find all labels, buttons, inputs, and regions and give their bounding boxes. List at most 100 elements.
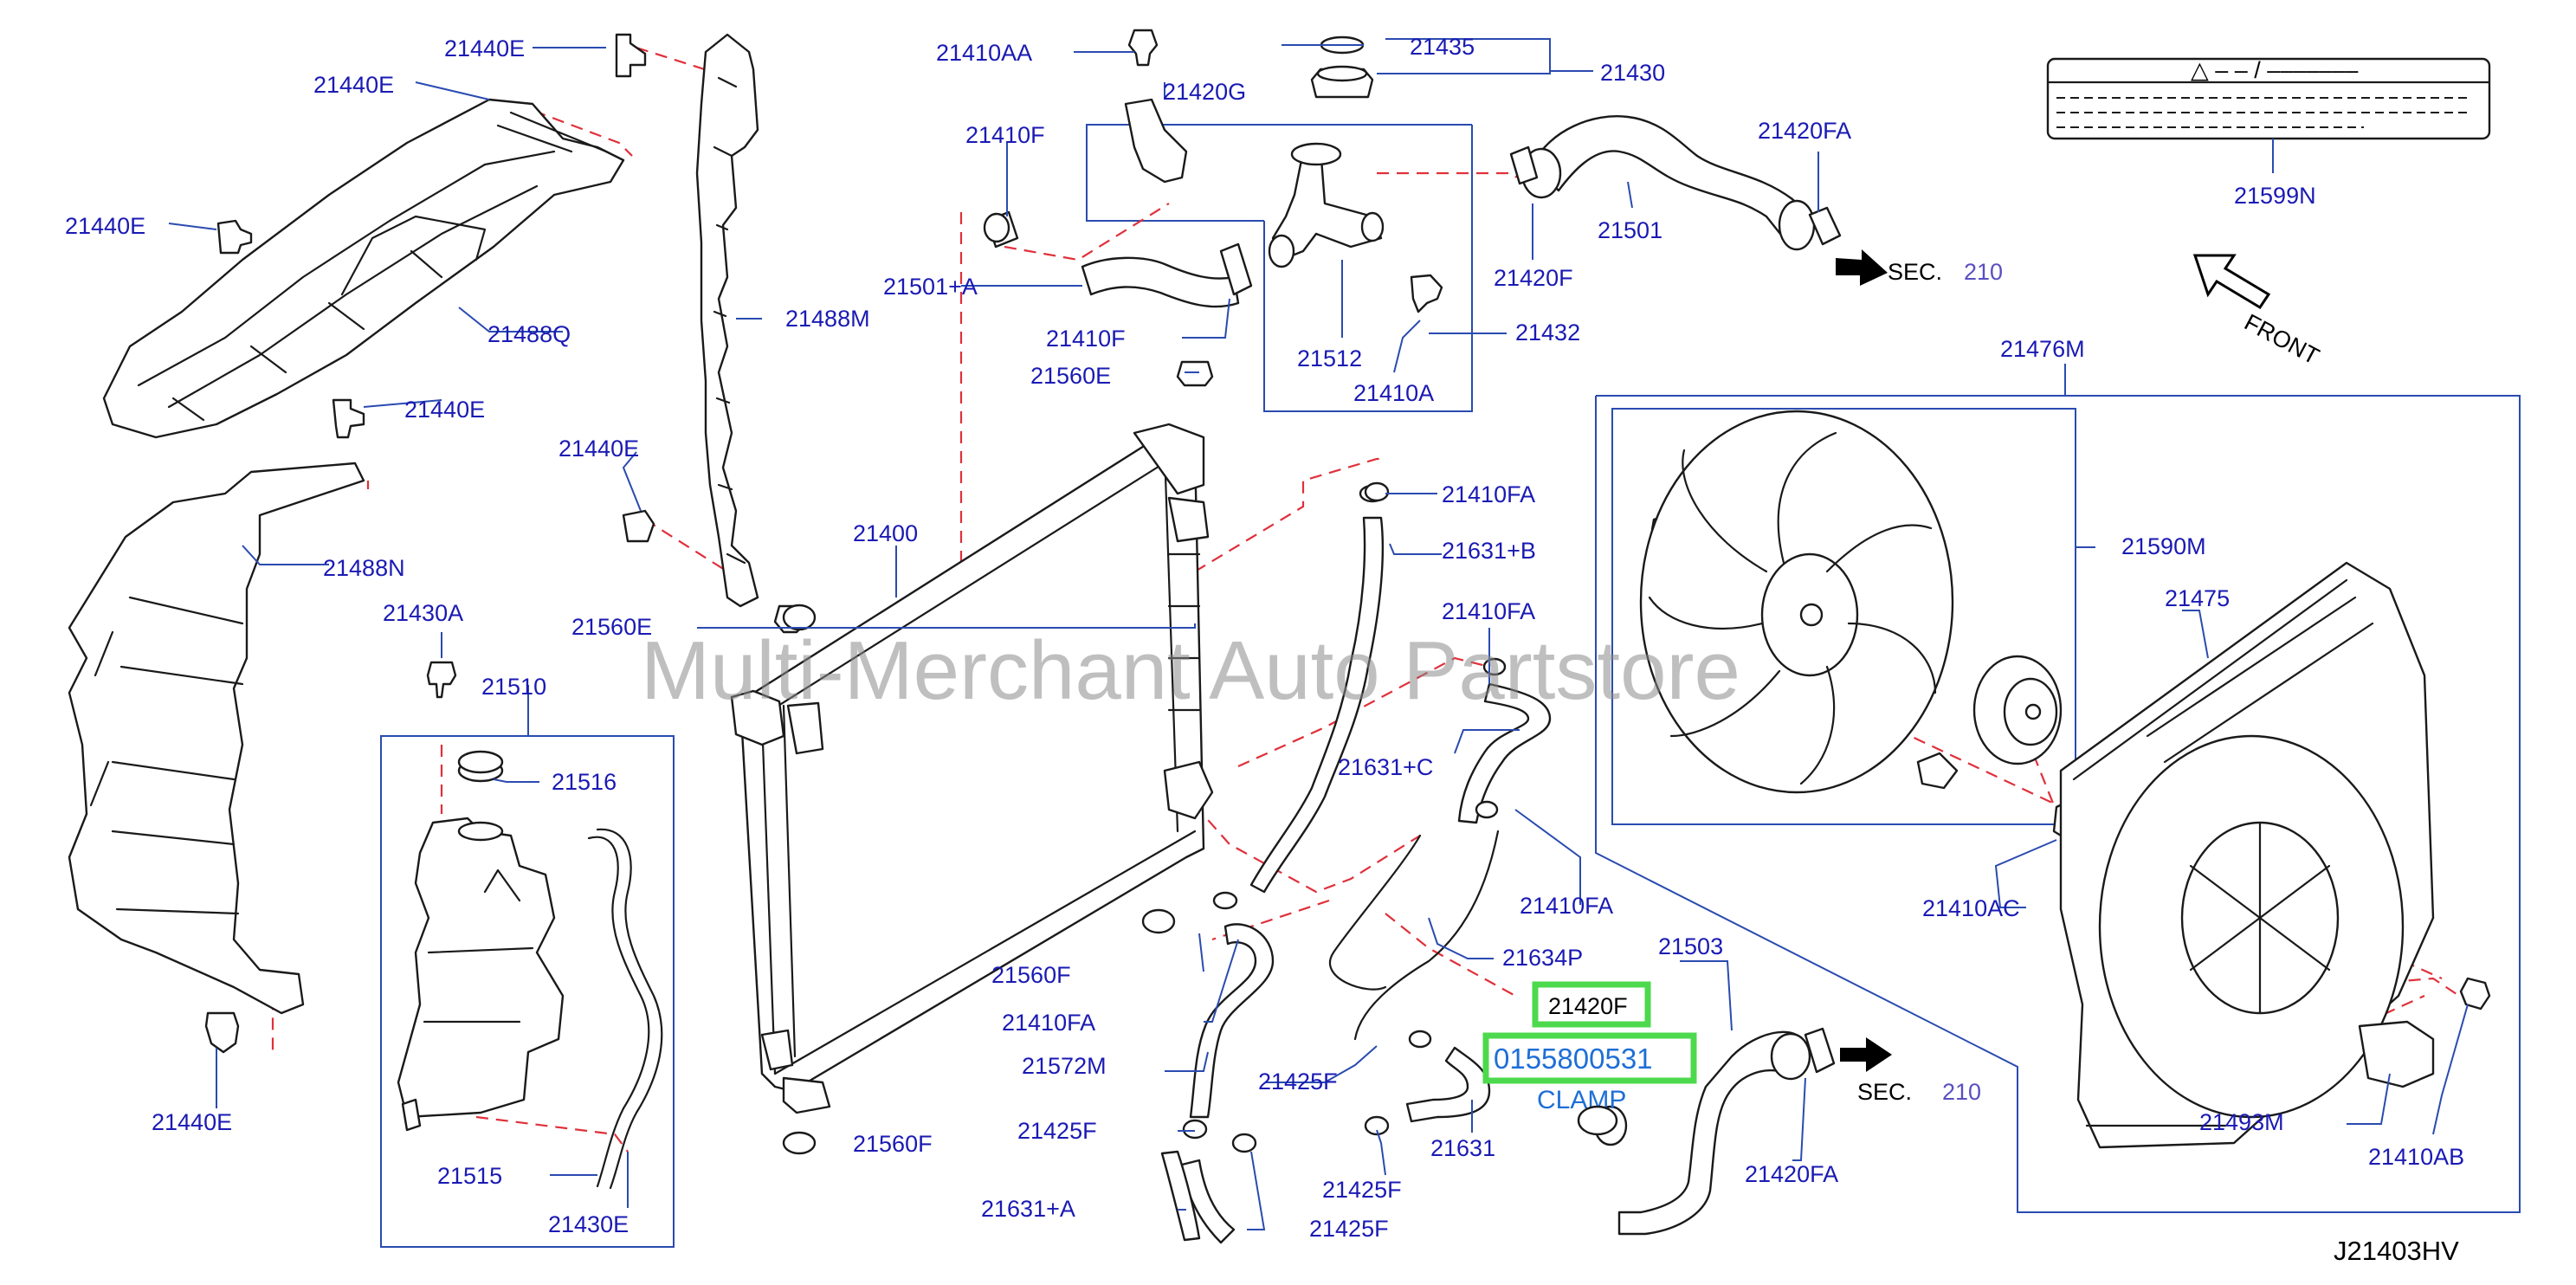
sec-number-upper: 210 — [1964, 259, 2003, 285]
small-clamps — [983, 212, 1507, 1153]
label-21425F-3: 21425F — [1322, 1177, 1402, 1203]
label-21440E-3: 21440E — [65, 213, 145, 239]
label-21432: 21432 — [1515, 320, 1580, 345]
cooling-fan — [1639, 410, 1954, 794]
hose-21501-a — [985, 210, 1253, 308]
front-arrow-icon — [2192, 254, 2271, 310]
radiator-cap — [1310, 36, 1374, 99]
label-21440E-6: 21440E — [152, 1109, 232, 1135]
label-21420FA-1: 21420FA — [1758, 118, 1851, 144]
label-21510: 21510 — [481, 674, 546, 700]
upper-hose — [1509, 115, 1842, 251]
label-21488M: 21488M — [785, 306, 870, 332]
reservoir-cap — [457, 750, 504, 783]
label-21425F-1: 21425F — [1258, 1069, 1338, 1095]
sec-label-upper: SEC. — [1888, 259, 1942, 285]
diagram-code: J21403HV — [2334, 1236, 2459, 1266]
label-21488Q: 21488Q — [487, 321, 571, 347]
box-21430-hose-group — [1086, 124, 1472, 222]
group-boxes — [380, 124, 2521, 1248]
water-outlet — [1268, 142, 1385, 268]
label-21560F-1: 21560F — [991, 962, 1071, 988]
front-label: FRONT — [2240, 309, 2323, 370]
label-21599N: 21599N — [2234, 183, 2316, 209]
label-21572M: 21572M — [1022, 1053, 1107, 1079]
highlight-box-part[interactable] — [1532, 981, 1651, 1028]
label-plate-text: △ – – / ––––––– — [2191, 57, 2358, 83]
label-21560E-1: 21560E — [1030, 363, 1111, 389]
label-21501-a: 21501+A — [883, 274, 978, 300]
label-21430A: 21430A — [383, 600, 463, 626]
label-21631: 21631 — [1430, 1135, 1495, 1161]
label-21440E-5: 21440E — [558, 436, 639, 462]
highlight-part-name: CLAMP — [1537, 1086, 1626, 1114]
fan-motor — [1916, 655, 2063, 790]
label-21420FA-2: 21420FA — [1745, 1161, 1838, 1187]
label-21435: 21435 — [1410, 34, 1475, 60]
sec-arrow-upper-icon — [1836, 249, 1888, 286]
clip-bolts — [204, 29, 2491, 1054]
label-21410F-2: 21410F — [1046, 326, 1126, 352]
label-21560F-2: 21560F — [853, 1131, 933, 1157]
label-21420F-1: 21420F — [1494, 265, 1573, 291]
highlight-box-part-number[interactable] — [1482, 1032, 1697, 1084]
sec-label-lower: SEC. — [1857, 1079, 1912, 1105]
label-21440E-1: 21440E — [444, 36, 525, 61]
label-21410FA-4: 21410FA — [1002, 1010, 1095, 1036]
hose-21572M — [1189, 923, 1275, 1119]
highlight-part-label[interactable]: 21420F — [1548, 993, 1628, 1019]
clamp-icon — [1577, 1105, 1618, 1136]
section-references: SEC. 210 SEC. 210 — [1857, 259, 2003, 1105]
front-arrow — [2192, 254, 2271, 310]
label-21516: 21516 — [552, 769, 617, 795]
label-21488N: 21488N — [323, 555, 405, 581]
label-21501: 21501 — [1598, 217, 1662, 243]
label-21634P: 21634P — [1502, 945, 1583, 971]
label-21425F-4: 21425F — [1309, 1216, 1389, 1242]
sec-arrows — [1836, 249, 1892, 1072]
label-21410A: 21410A — [1353, 380, 1434, 406]
label-21410FA-1: 21410FA — [1442, 481, 1535, 507]
hose-21634P — [1329, 830, 1500, 1041]
fan-shroud — [2059, 561, 2435, 1149]
label-21560E-2: 21560E — [571, 614, 652, 640]
air-deflector-lower — [68, 462, 365, 1015]
reservoir-hose — [587, 828, 663, 1190]
hose-21631-a — [1160, 1150, 1236, 1244]
leader-lines — [168, 38, 2469, 1230]
lower-hose — [1593, 1027, 1836, 1236]
label-21503: 21503 — [1658, 933, 1723, 959]
part-labels: 21440E 21440E 21440E 21488Q 21488M 21440… — [65, 34, 2464, 1242]
coolant-reservoir — [397, 817, 565, 1132]
highlighted-clamp[interactable]: 21420F 0155800531 CLAMP — [1482, 981, 1697, 1136]
watermark: Multi-Merchant Auto Partstore — [641, 624, 1740, 717]
hose-21631-c — [1457, 682, 1552, 824]
label-21440E-4: 21440E — [404, 397, 485, 423]
label-21476M: 21476M — [2000, 336, 2085, 362]
drain-cap — [773, 360, 1214, 634]
air-deflector-upper — [102, 98, 625, 439]
label-21410FA-2: 21410FA — [1442, 598, 1535, 624]
radiator-core — [730, 423, 1214, 1114]
label-21430E: 21430E — [548, 1211, 629, 1237]
label-21410F-1: 21410F — [965, 122, 1045, 148]
hose-21631 — [1405, 1046, 1491, 1123]
bracket-21420G — [1124, 98, 1188, 184]
highlight-part-number[interactable]: 0155800531 — [1494, 1043, 1653, 1075]
label-21410FA-3: 21410FA — [1520, 893, 1613, 919]
label-21590M: 21590M — [2121, 533, 2206, 559]
label-21475: 21475 — [2165, 585, 2230, 611]
label-21410AA: 21410AA — [936, 40, 1032, 66]
label-21631-b: 21631+B — [1442, 538, 1536, 564]
clip-icon — [615, 33, 647, 78]
sec-arrow-lower-icon — [1840, 1037, 1892, 1072]
label-21400: 21400 — [853, 520, 918, 546]
label-plate: △ – – / ––––––– — [2046, 57, 2491, 140]
box-21476M-fan-assembly — [1595, 395, 2521, 1213]
box-21432-group — [1263, 125, 1473, 412]
label-21440E-2: 21440E — [313, 72, 394, 98]
sec-number-lower: 210 — [1942, 1079, 1981, 1105]
label-21410AC: 21410AC — [1922, 895, 2020, 921]
label-21512: 21512 — [1297, 345, 1362, 371]
